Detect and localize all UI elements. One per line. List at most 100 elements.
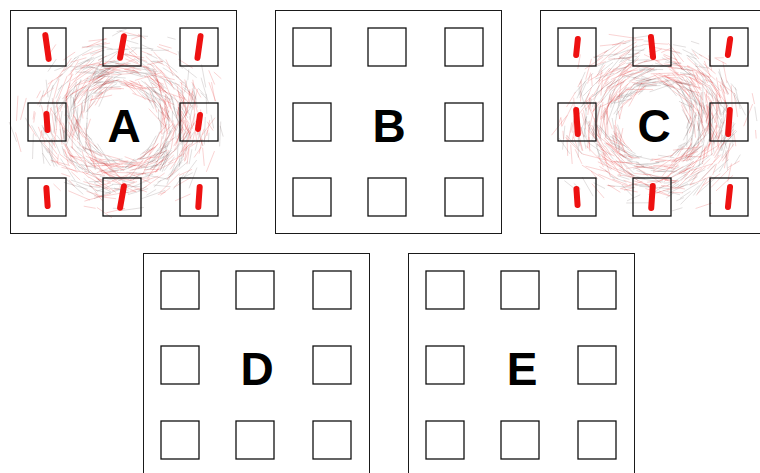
fiber-stroke xyxy=(721,78,727,95)
fiber-stroke xyxy=(44,146,57,167)
fiber-stroke xyxy=(562,104,573,126)
fiber-stroke xyxy=(728,161,740,168)
fiber-stroke xyxy=(622,86,636,104)
fiber-stroke xyxy=(626,202,652,203)
fiber-stroke xyxy=(62,146,64,155)
well-square xyxy=(313,271,351,309)
fiber-stroke xyxy=(678,143,686,147)
fiber-stroke xyxy=(159,45,172,49)
fiber-stroke xyxy=(160,154,168,171)
well-square xyxy=(103,178,141,216)
fiber-stroke xyxy=(618,77,636,92)
fiber-stroke xyxy=(612,118,615,136)
fiber-stroke xyxy=(699,81,709,95)
fiber-stroke xyxy=(599,93,606,103)
well-square xyxy=(236,271,274,309)
fiber-stroke xyxy=(177,90,185,103)
fiber-stroke xyxy=(121,163,135,165)
well-square xyxy=(28,178,66,216)
fiber-stroke xyxy=(685,170,706,180)
fiber-stroke xyxy=(609,34,636,38)
fiber-stroke xyxy=(185,104,186,130)
fiber-stroke xyxy=(625,76,651,81)
well-square xyxy=(368,178,406,216)
fiber-stroke xyxy=(610,79,626,100)
fiber-stroke xyxy=(684,169,693,176)
fiber-stroke xyxy=(641,78,651,80)
fiber-stroke xyxy=(600,111,606,138)
well-square xyxy=(501,421,539,459)
fiber-stroke xyxy=(52,113,55,134)
fiber-stroke xyxy=(84,178,97,193)
panel-box: E xyxy=(408,253,635,473)
fiber-stroke xyxy=(43,80,52,97)
fiber-stroke xyxy=(125,53,147,61)
fiber-stroke xyxy=(67,152,86,172)
fiber-stroke xyxy=(96,178,116,193)
fiber-stroke xyxy=(160,136,162,149)
fiber-stroke xyxy=(140,142,155,155)
fiber-stroke xyxy=(131,48,153,49)
fiber-stroke xyxy=(667,187,684,191)
red-rod xyxy=(46,114,47,130)
fiber-stroke xyxy=(144,67,164,79)
fiber-stroke xyxy=(84,87,89,111)
fiber-stroke xyxy=(662,157,677,176)
fiber-stroke xyxy=(585,108,586,125)
fiber-stroke xyxy=(90,95,113,100)
fiber-stroke xyxy=(588,73,591,84)
fiber-stroke xyxy=(89,96,93,108)
fiber-stroke xyxy=(97,69,111,78)
fiber-stroke xyxy=(687,97,698,111)
fiber-stroke xyxy=(591,74,592,86)
fiber-stroke xyxy=(681,144,692,159)
well-square xyxy=(180,28,218,66)
fiber-stroke xyxy=(628,50,645,51)
fiber-stroke xyxy=(602,157,622,168)
well-square xyxy=(578,271,616,309)
fiber-stroke xyxy=(722,144,733,161)
fiber-stroke xyxy=(57,154,59,162)
fiber-stroke xyxy=(643,174,652,175)
fiber-stroke xyxy=(214,72,221,79)
fiber-stroke xyxy=(680,67,690,75)
well-square xyxy=(103,28,141,66)
fiber-stroke xyxy=(600,43,626,46)
fiber-stroke xyxy=(687,55,698,65)
fiber-stroke xyxy=(702,80,703,106)
well-square xyxy=(558,103,596,141)
red-rod xyxy=(46,188,47,206)
fiber-stroke xyxy=(163,100,168,118)
fiber-stroke xyxy=(195,131,196,141)
fiber-stroke xyxy=(74,86,77,106)
fiber-stroke xyxy=(180,144,190,157)
fiber-stroke xyxy=(169,99,171,109)
fiber-stroke xyxy=(87,95,88,111)
fiber-stroke xyxy=(628,156,640,158)
fiber-stroke xyxy=(16,96,17,121)
fiber-stroke xyxy=(661,48,671,52)
fiber-stroke xyxy=(167,37,175,39)
red-rod xyxy=(728,187,730,207)
fiber-stroke xyxy=(77,107,78,129)
fiber-stroke xyxy=(139,187,147,191)
fiber-stroke xyxy=(599,166,618,179)
fiber-stroke xyxy=(75,119,80,133)
fiber-stroke xyxy=(193,89,197,110)
red-rod xyxy=(120,186,124,208)
fiber-stroke xyxy=(198,88,204,95)
fiber-stroke xyxy=(626,170,633,176)
fiber-stroke xyxy=(160,103,167,129)
fiber-stroke xyxy=(98,179,110,181)
fiber-stroke xyxy=(167,170,175,179)
fiber-stroke xyxy=(207,120,210,136)
fiber-stroke xyxy=(173,174,184,189)
well-square xyxy=(161,421,199,459)
fiber-stroke xyxy=(117,29,127,31)
fiber-stroke xyxy=(682,135,692,150)
fiber-stroke xyxy=(88,89,94,97)
fiber-stroke xyxy=(48,148,54,167)
well-square xyxy=(710,103,748,141)
fiber-stroke xyxy=(151,164,159,167)
fiber-stroke xyxy=(639,68,663,70)
